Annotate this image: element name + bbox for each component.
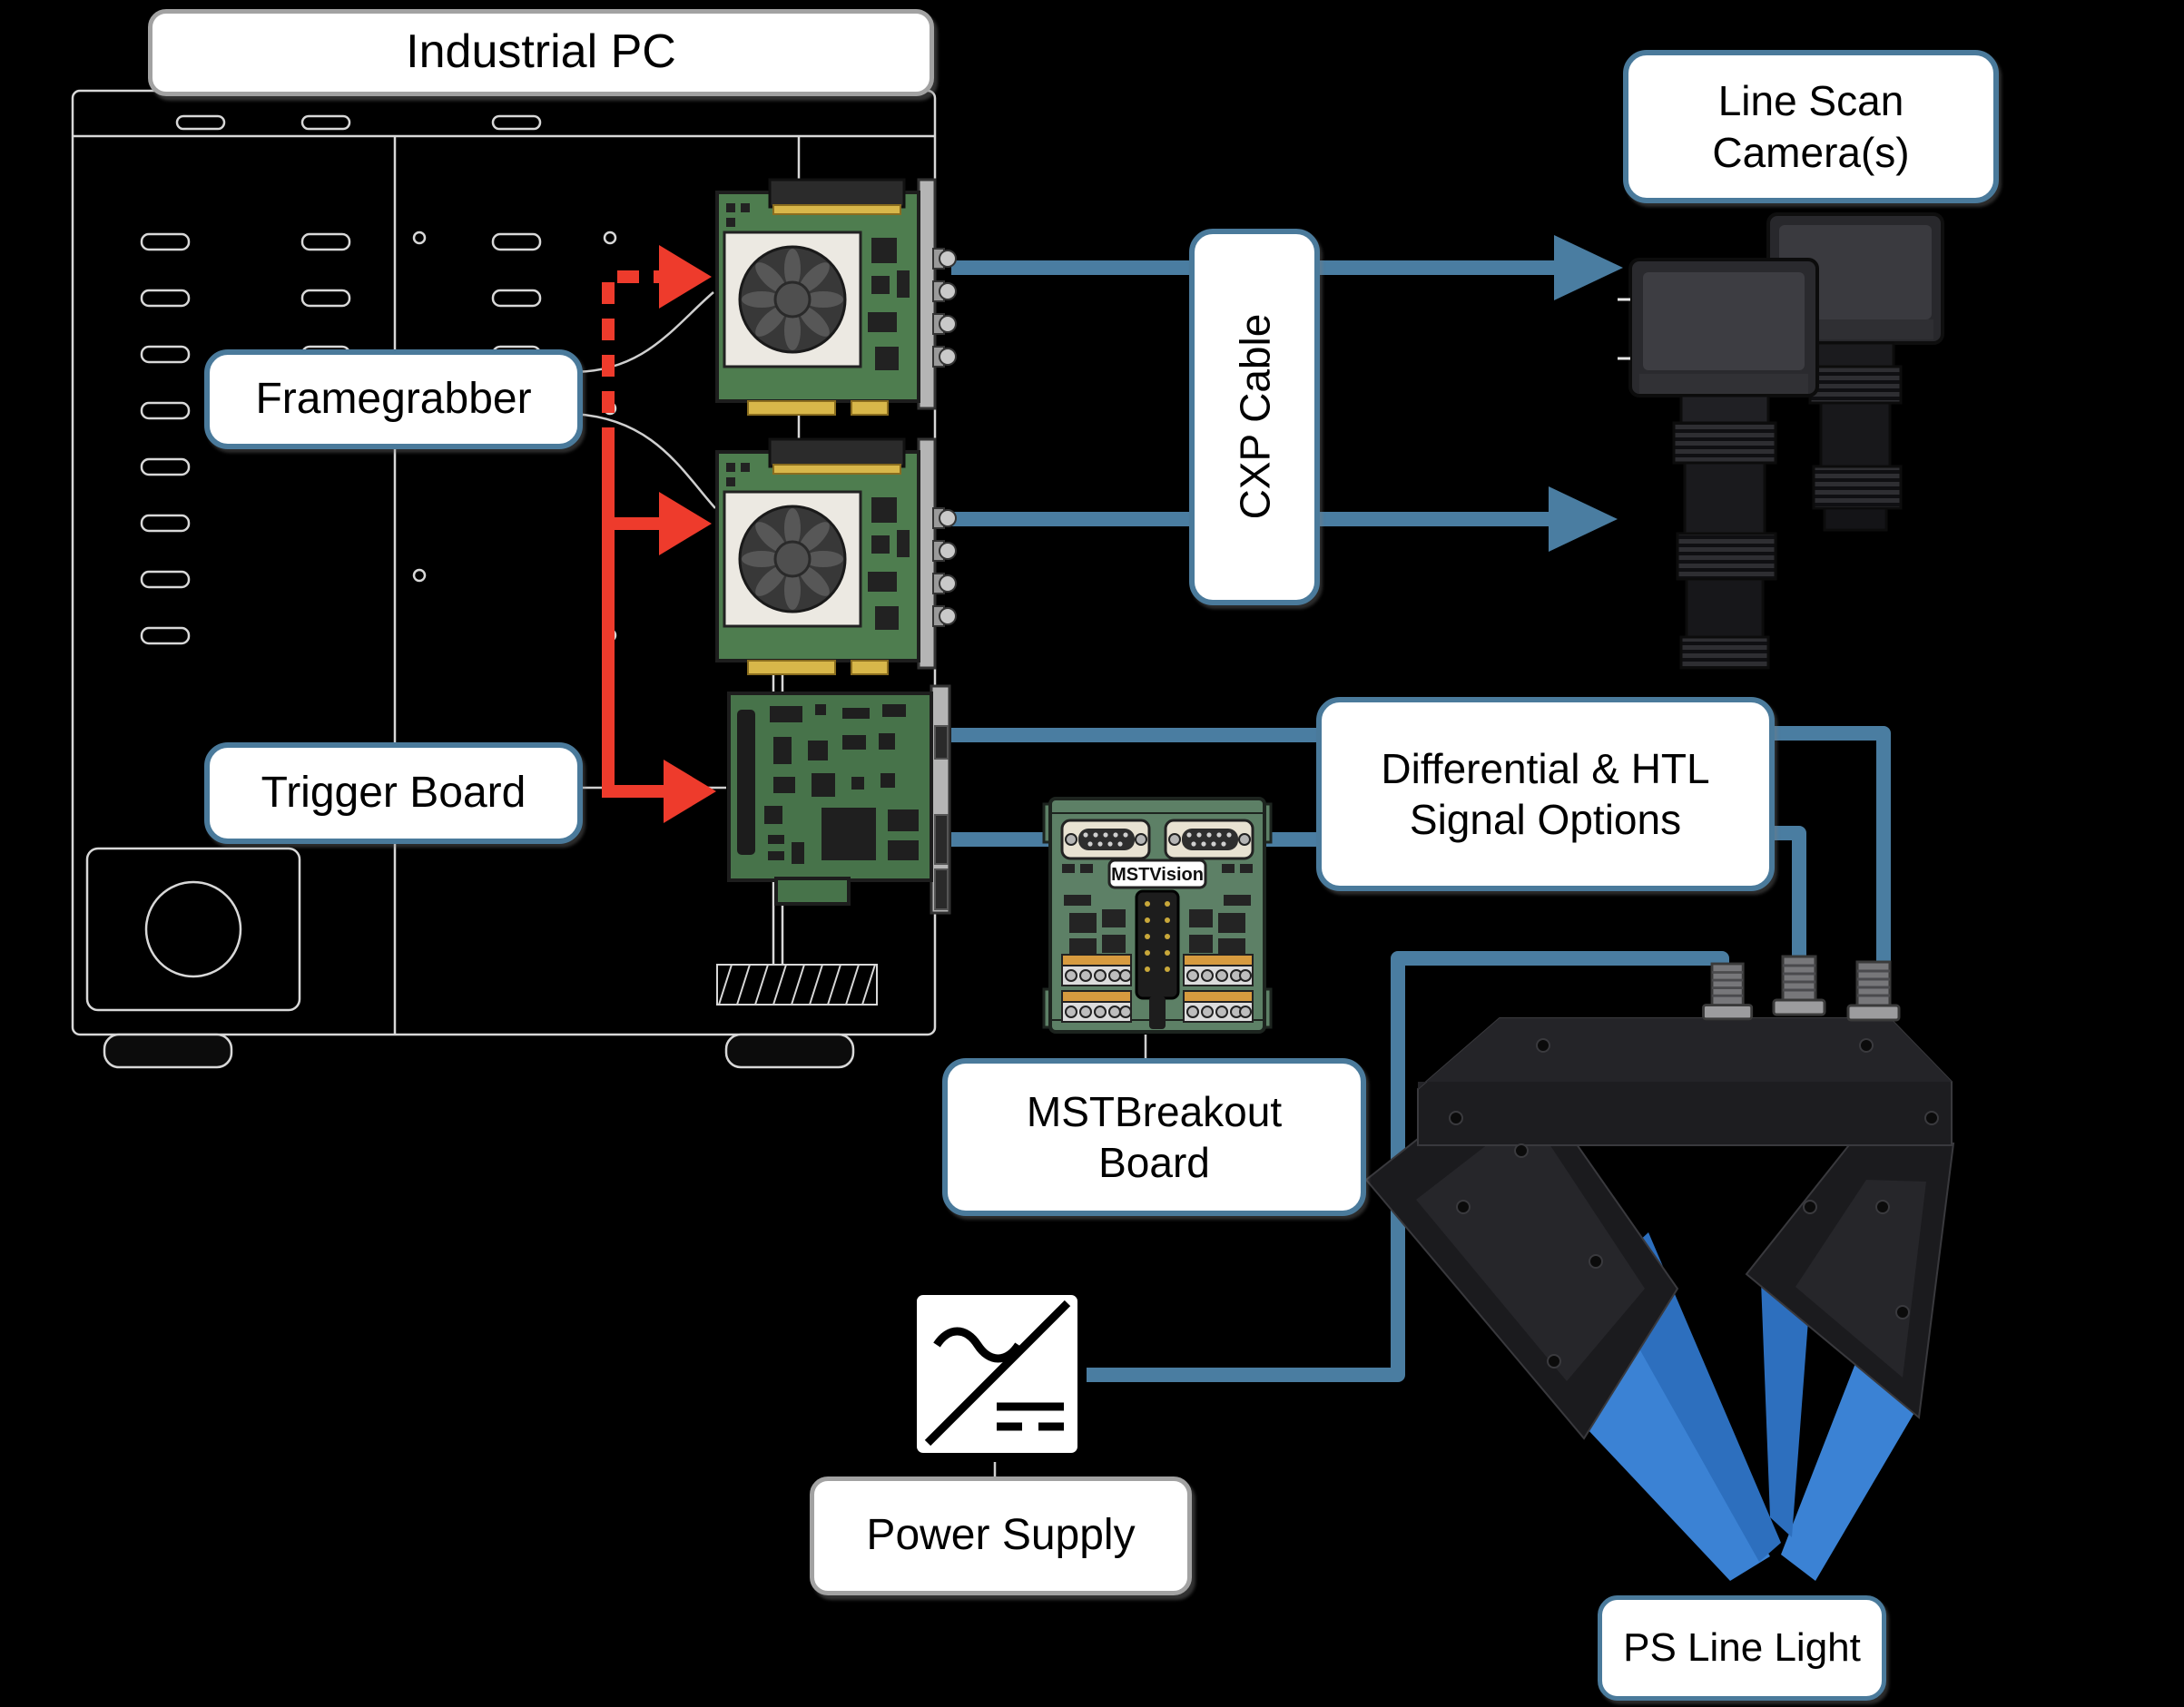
- breakout-board-illustration: MSTVision: [1042, 797, 1273, 1034]
- power-supply-text: Power Supply: [866, 1511, 1136, 1560]
- ps-line-light-label: PS Line Light: [1598, 1595, 1886, 1701]
- industrial-pc-label: Industrial PC: [148, 9, 934, 96]
- solid-red-line: [602, 445, 664, 798]
- blue-arrowhead-camera1: [1554, 235, 1623, 300]
- light-line-3: [1752, 726, 1891, 973]
- trigger-signal-arrows: [602, 245, 716, 823]
- brand-plate: [1107, 858, 1207, 889]
- trigger-board-card: [727, 684, 951, 915]
- cxp-cable-text: CXP Cable: [1230, 314, 1278, 520]
- line-scan-cameras-label: Line Scan Camera(s): [1623, 50, 1999, 203]
- cameras-text-line2: Camera(s): [1712, 128, 1910, 176]
- m12-connector-icon: [1702, 955, 1901, 1022]
- trigger-board-label: Trigger Board: [204, 742, 583, 844]
- differential-text-line1: Differential & HTL: [1381, 744, 1710, 792]
- terminal-blocks: [1061, 954, 1254, 1023]
- cameras-text-line1: Line Scan: [1717, 77, 1904, 125]
- industrial-pc-text: Industrial PC: [406, 25, 676, 79]
- cxp-cable-label: CXP Cable: [1189, 229, 1320, 605]
- framegrabber-card-2: [715, 437, 958, 676]
- light-arm-left-face: [1416, 1113, 1645, 1381]
- brand-text: MSTVision: [1111, 865, 1204, 885]
- db9-connector-icon: [1060, 819, 1151, 860]
- power-supply-label: Power Supply: [810, 1476, 1192, 1595]
- ps-line-light-illustration: [1364, 955, 1955, 1581]
- breakout-text-line1: MSTBreakout: [1026, 1087, 1283, 1135]
- red-arrowhead-framegrabber1: [659, 245, 712, 309]
- line-scan-camera-1: [1618, 258, 1819, 670]
- vent-grille: [716, 964, 878, 1006]
- red-arrowhead-triggerboard: [664, 760, 716, 823]
- camera-lens: [1672, 394, 1777, 670]
- ps-line-light-text: PS Line Light: [1623, 1625, 1861, 1671]
- light-arm-right-face: [1795, 1180, 1926, 1378]
- db9-connector-icon: [1164, 819, 1254, 860]
- differential-signal-label: Differential & HTL Signal Options: [1316, 697, 1775, 891]
- ac-dc-converter-icon: [908, 1286, 1087, 1462]
- camera-lens: [1808, 341, 1903, 532]
- framegrabber-card-1: [715, 178, 958, 417]
- mst-breakout-label: MSTBreakout Board: [942, 1058, 1366, 1216]
- trigger-board-text: Trigger Board: [261, 768, 526, 817]
- differential-text-line2: Signal Options: [1409, 796, 1682, 843]
- framegrabber-label: Framegrabber: [204, 349, 583, 449]
- line-scan-camera-2: [1766, 212, 1944, 532]
- breakout-text-line2: Board: [1098, 1139, 1210, 1186]
- dashed-red-line: [602, 270, 659, 449]
- red-arrowhead-framegrabber2: [659, 492, 712, 555]
- blue-arrowhead-camera2: [1549, 486, 1618, 552]
- framegrabber-text: Framegrabber: [255, 374, 532, 423]
